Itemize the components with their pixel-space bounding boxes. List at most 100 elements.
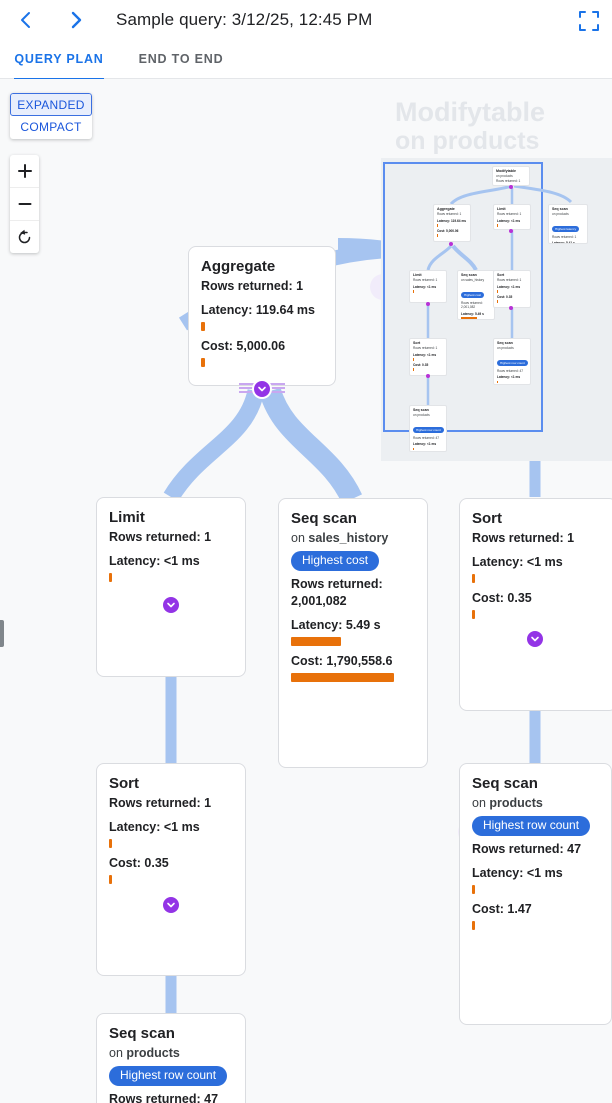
minimap-node-title: Sort <box>413 341 421 345</box>
node-latency: Latency: 5.49 s <box>291 618 381 632</box>
minimap-node-latency: Latency: 5.49 s <box>461 311 484 316</box>
node-cost: Cost: 0.35 <box>472 591 532 605</box>
minimap-node-modifytable[interactable]: Modifytable on products Rows returned: 1 <box>492 166 530 186</box>
node-title: Seq scan <box>291 510 357 527</box>
chevron-right-icon[interactable] <box>64 8 88 32</box>
query-plan-canvas[interactable]: Modifytable on products Rows returned Li… <box>0 79 612 1103</box>
minimap-node-aggregate[interactable]: Aggregate Rows returned: 1 Latency: 119.… <box>433 204 471 242</box>
node-subtitle-prefix: on <box>109 1046 127 1060</box>
minimap-node-seq-scan-rows-bottom[interactable]: Seq scan on products Highest row count R… <box>409 405 447 452</box>
tab-bar: QUERY PLAN END TO END <box>0 40 612 80</box>
status-badge-highest-row-count: Highest row count <box>472 816 591 836</box>
tab-end-to-end[interactable]: END TO END <box>138 52 224 66</box>
chevron-down-icon[interactable] <box>163 897 179 913</box>
plan-node-seq-scan-products-bottom[interactable]: Seq scan on products Highest row count R… <box>96 1013 246 1103</box>
minimap-collapse-dot <box>509 229 513 233</box>
minimap-node-cost: Cost: 0.35 <box>413 362 429 367</box>
minimap-node-seq-scan-highest-latency[interactable]: Seq scan on products Highest latency Row… <box>548 204 588 244</box>
minimap-node-sort-left[interactable]: Sort Rows returned: 1 Latency: <1 ms Cos… <box>409 338 447 376</box>
minimap-latency-bar <box>497 224 498 227</box>
minimap-collapse-dot <box>426 374 430 378</box>
node-subtitle: on products <box>472 795 599 812</box>
node-latency: Latency: 119.64 ms <box>201 303 315 317</box>
minimap-node-subtitle: on products <box>413 413 430 417</box>
zoom-control-stack[interactable] <box>10 155 39 253</box>
minimap-node-sort-right[interactable]: Sort Rows returned: 1 Latency: <1 ms Cos… <box>493 270 531 308</box>
mode-button-compact[interactable]: COMPACT <box>20 120 82 134</box>
chevron-down-icon[interactable] <box>163 597 179 613</box>
mode-button-expanded[interactable]: EXPANDED <box>10 93 92 116</box>
reset-view-button[interactable] <box>10 220 39 253</box>
node-title: Seq scan <box>472 775 538 792</box>
latency-bar <box>201 322 205 331</box>
minimap-status-badge: Highest row count <box>413 427 444 434</box>
plan-node-seq-scan-products-right[interactable]: Seq scan on products Highest row count R… <box>459 763 612 1025</box>
minimap-node-title: Limit <box>413 273 422 277</box>
minimap-node-rows: Rows returned: 1 <box>413 346 438 350</box>
node-rows-returned: Rows returned: 47 <box>472 842 582 856</box>
layout-mode-toggle[interactable]: EXPANDED COMPACT <box>10 93 92 139</box>
plan-node-seq-scan-sales-history[interactable]: Seq scan on sales_history Highest cost R… <box>278 498 428 768</box>
node-latency: Latency: <1 ms <box>472 866 563 880</box>
minimap-node-limit-mid[interactable]: Limit Rows returned: 1 Latency: <1 ms <box>409 270 447 303</box>
minimap-node-seq-scan-rows-right[interactable]: Seq scan on products Highest row count R… <box>493 338 531 385</box>
latency-bar <box>109 839 112 848</box>
minimap-collapse-dot <box>509 306 513 310</box>
zoom-in-button[interactable] <box>10 155 39 187</box>
node-cost: Cost: 0.35 <box>109 856 169 870</box>
collapse-toggle-aggregate[interactable] <box>239 381 285 397</box>
zoom-out-button[interactable] <box>10 187 39 220</box>
top-bar: Sample query: 3/12/25, 12:45 PM <box>0 0 612 40</box>
collapse-toggle-limit[interactable] <box>148 597 194 613</box>
minimap-node-cost: Cost: 5,000.06 <box>437 228 459 233</box>
node-subtitle-prefix: on <box>472 796 490 810</box>
node-cost: Cost: 5,000.06 <box>201 339 286 353</box>
plan-node-sort-left[interactable]: Sort Rows returned: 1 Latency: <1 ms Cos… <box>96 763 246 976</box>
tab-query-plan[interactable]: QUERY PLAN <box>14 40 104 80</box>
fullscreen-icon[interactable] <box>578 10 600 32</box>
minimap-node-rows: Rows returned: 1 <box>497 212 522 216</box>
minimap-edge-layer <box>426 184 573 406</box>
minimap-node-rows: Rows returned: 2,001,082 <box>461 300 483 310</box>
plan-node-limit[interactable]: Limit Rows returned: 1 Latency: <1 ms <box>96 497 246 677</box>
minimap-node-latency: Latency: <1 ms <box>413 442 437 447</box>
plan-node-aggregate[interactable]: Aggregate Rows returned: 1 Latency: 119.… <box>188 246 336 386</box>
minimap-node-title: Aggregate <box>437 207 455 211</box>
node-table-name: products <box>126 1046 180 1060</box>
minimap-panel[interactable]: Modifytable on products Rows returned: 1… <box>381 158 612 461</box>
minimap-latency-bar <box>461 317 477 319</box>
status-badge-highest-row-count: Highest row count <box>109 1066 228 1086</box>
node-cost: Cost: 1,790,558.6 <box>291 654 393 668</box>
minimap-node-subtitle: on products <box>497 346 514 350</box>
node-subtitle-prefix: on <box>291 531 309 545</box>
node-table-name: products <box>489 796 543 810</box>
minimap-node-limit-top[interactable]: Limit Rows returned: 1 Latency: <1 ms <box>493 204 531 230</box>
canvas-scroll-handle[interactable] <box>0 620 4 647</box>
minimap-node-title: Seq scan <box>497 341 513 345</box>
node-title: Sort <box>472 510 502 527</box>
minimap-node-title: Seq scan <box>413 408 429 412</box>
minimap-node-latency: Latency: <1 ms <box>497 284 521 289</box>
node-rows-returned: Rows returned: 1 <box>472 531 575 545</box>
collapse-toggle-sort-left[interactable] <box>148 897 194 913</box>
chevron-left-icon[interactable] <box>14 8 38 32</box>
chevron-down-icon[interactable] <box>527 631 543 647</box>
latency-bar <box>472 885 475 894</box>
minimap-node-rows: Rows returned: 1 <box>437 212 462 216</box>
cost-bar <box>291 673 394 682</box>
minimap-node-seq-scan-highest-cost[interactable]: Seq scan on sales_history Highest cost R… <box>457 270 495 320</box>
status-badge-highest-cost: Highest cost <box>291 551 380 571</box>
chevron-down-icon[interactable] <box>254 381 270 397</box>
cost-bar <box>472 610 475 619</box>
minimap-status-badge: Highest row count <box>497 360 528 367</box>
node-title: Seq scan <box>109 1025 175 1042</box>
plan-node-sort-right[interactable]: Sort Rows returned: 1 Latency: <1 ms Cos… <box>459 498 612 711</box>
minimap-viewport-rect[interactable] <box>383 162 543 432</box>
node-table-name: sales_history <box>308 531 389 545</box>
minimap-node-rows: Rows returned: 1 <box>496 178 521 183</box>
minimap-node-rows: Rows returned: 1 <box>552 234 577 239</box>
node-title: Sort <box>109 775 139 792</box>
minimap-node-subtitle: on products <box>496 174 513 178</box>
node-subtitle: on sales_history <box>291 530 415 547</box>
collapse-toggle-sort-right[interactable] <box>512 631 558 647</box>
